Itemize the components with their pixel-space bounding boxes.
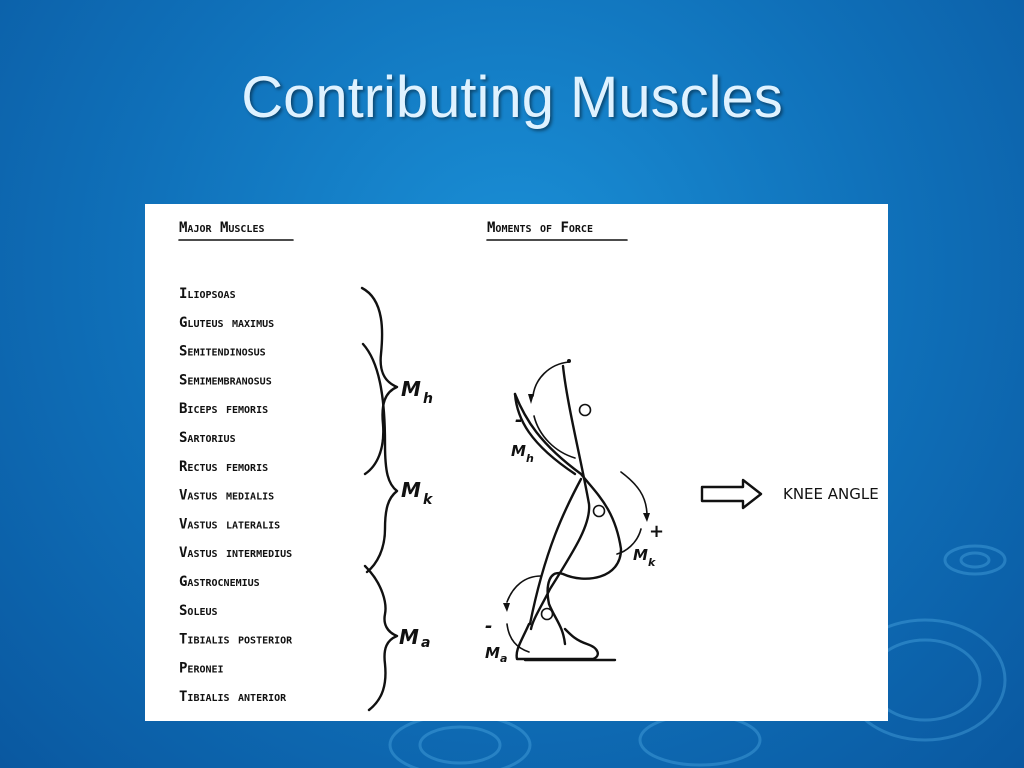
diagram-canvas: Major Muscles Moments of Force Iliopsoas… bbox=[178, 220, 879, 712]
limb-knee-subscript: k bbox=[648, 556, 656, 569]
muscle-item: Gluteus maximus bbox=[179, 315, 274, 331]
muscle-item: Semimembranosus bbox=[179, 372, 272, 388]
brace-ankle bbox=[363, 564, 399, 712]
limb-hip-sign: - bbox=[515, 410, 522, 431]
moment-ankle-subscript: a bbox=[421, 635, 430, 651]
major-muscles-header: Major Muscles bbox=[179, 220, 265, 236]
muscle-item: Gastrocnemius bbox=[179, 574, 260, 590]
muscle-item: Biceps femoris bbox=[179, 401, 268, 417]
muscle-item: Iliopsoas bbox=[179, 286, 236, 302]
muscle-item: Semitendinosus bbox=[179, 344, 266, 360]
limb-ankle-subscript: a bbox=[500, 652, 507, 665]
muscle-item: Tibialis anterior bbox=[179, 689, 287, 705]
hip-joint bbox=[578, 403, 592, 417]
muscle-item: Vastus medialis bbox=[179, 488, 274, 504]
muscle-item: Vastus lateralis bbox=[179, 516, 280, 532]
muscle-item: Sartorius bbox=[179, 430, 236, 446]
limb-ankle-sign: - bbox=[485, 616, 492, 637]
muscle-item: Vastus intermedius bbox=[179, 545, 292, 561]
limb-knee-sign: + bbox=[649, 521, 664, 542]
limb-knee-symbol: M bbox=[633, 546, 648, 564]
knee-joint bbox=[592, 504, 606, 518]
brace-hip bbox=[360, 286, 399, 476]
moment-hip-symbol: M bbox=[401, 377, 421, 401]
moment-knee-subscript: k bbox=[423, 492, 434, 508]
slide-title: Contributing Muscles bbox=[241, 65, 783, 130]
muscle-item: Rectus femoris bbox=[179, 459, 268, 475]
muscle-item: Peronei bbox=[179, 660, 224, 676]
limb-ankle-symbol: M bbox=[485, 644, 500, 662]
muscle-moment-diagram: Major Muscles Moments of Force Iliopsoas… bbox=[145, 204, 888, 721]
knee-angle-label: KNEE ANGLE bbox=[783, 485, 879, 503]
limb-hip-symbol: M bbox=[511, 442, 526, 460]
moments-of-force-header: Moments of Force bbox=[487, 220, 593, 236]
output-arrow-icon bbox=[700, 478, 763, 510]
ankle-joint bbox=[540, 607, 554, 621]
moment-knee-symbol: M bbox=[401, 478, 421, 502]
limb-hip-subscript: h bbox=[526, 452, 534, 465]
muscle-item: Soleus bbox=[179, 603, 218, 619]
moment-ankle-symbol: M bbox=[399, 625, 419, 649]
moment-hip-subscript: h bbox=[423, 391, 433, 407]
brace-knee bbox=[361, 342, 399, 574]
leg-illustration bbox=[503, 359, 650, 662]
muscle-item: Tibialis posterior bbox=[179, 632, 293, 648]
